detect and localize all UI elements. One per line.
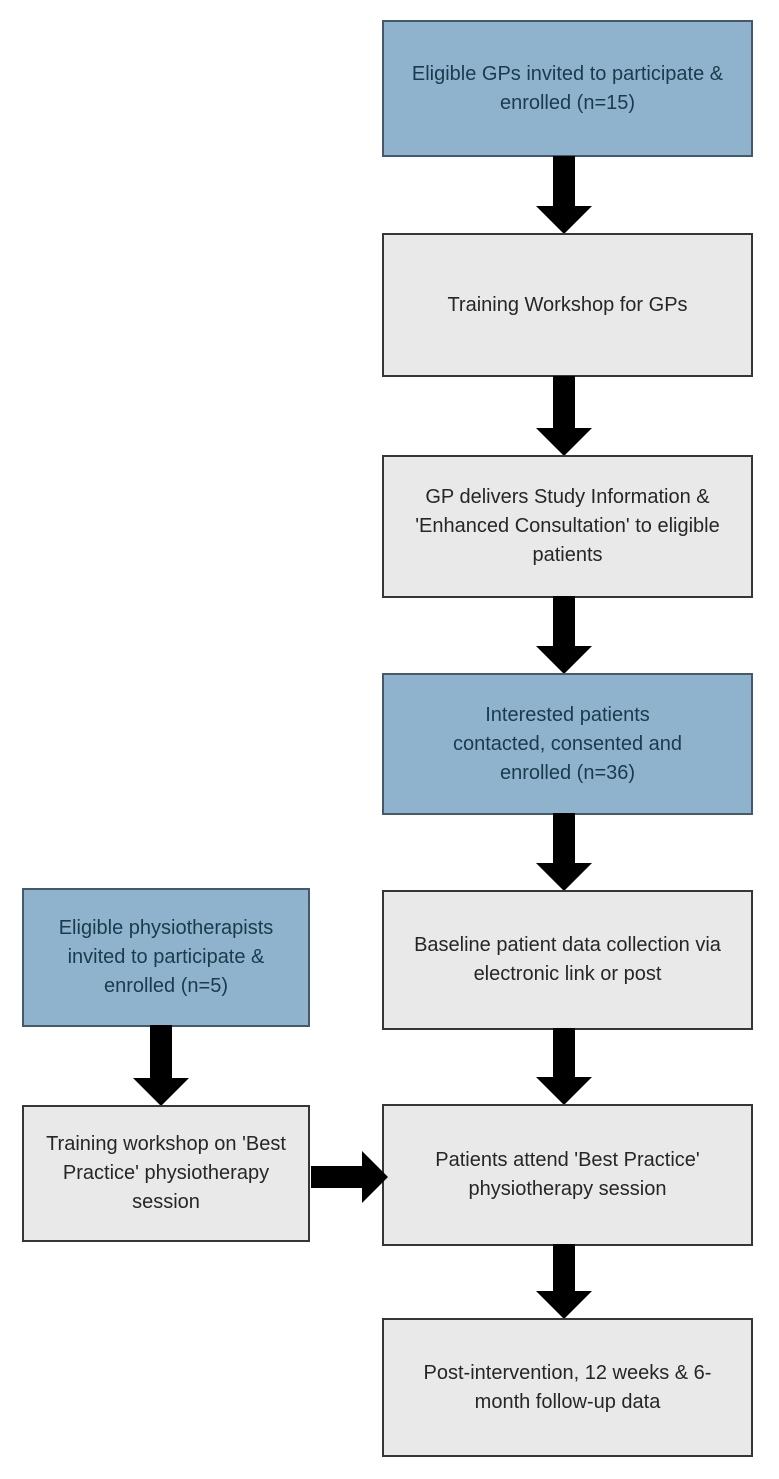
arrow-session-to-follow-up	[536, 1244, 592, 1319]
arrow-head-down-icon	[133, 1078, 189, 1106]
arrow-shaft	[311, 1166, 364, 1188]
arrow-head-down-icon	[536, 863, 592, 891]
arrow-head-down-icon	[536, 428, 592, 456]
arrow-shaft	[553, 1028, 575, 1079]
node-study-information: GP delivers Study Information & 'Enhance…	[382, 455, 753, 598]
arrow-baseline-data-to-session	[536, 1028, 592, 1105]
node-physio-training-workshop: Training workshop on 'Best Practice' phy…	[22, 1105, 310, 1242]
arrow-head-right-icon	[362, 1151, 388, 1203]
arrow-head-down-icon	[536, 206, 592, 234]
arrow-shaft	[150, 1025, 172, 1080]
node-gp-training-workshop: Training Workshop for GPs	[382, 233, 753, 377]
arrow-physios-enrolled-to-physio-training	[133, 1025, 189, 1106]
arrow-study-information-to-patients-enrolled	[536, 596, 592, 674]
node-gps-enrolled: Eligible GPs invited to participate & en…	[382, 20, 753, 157]
arrow-shaft	[553, 813, 575, 865]
arrow-head-down-icon	[536, 646, 592, 674]
node-patients-enrolled: Interested patients contacted, consented…	[382, 673, 753, 815]
node-best-practice-session: Patients attend 'Best Practice' physioth…	[382, 1104, 753, 1246]
arrow-gps-enrolled-to-gp-training	[536, 156, 592, 234]
arrow-shaft	[553, 156, 575, 208]
arrow-shaft	[553, 596, 575, 648]
arrow-head-down-icon	[536, 1077, 592, 1105]
arrow-gp-training-to-study-information	[536, 376, 592, 456]
arrow-physio-training-to-session	[311, 1151, 388, 1203]
node-baseline-data-collection: Baseline patient data collection via ele…	[382, 890, 753, 1030]
arrow-shaft	[553, 1244, 575, 1293]
node-physios-enrolled: Eligible physiotherapists invited to par…	[22, 888, 310, 1027]
arrow-patients-enrolled-to-baseline-data	[536, 813, 592, 891]
node-follow-up-data: Post-intervention, 12 weeks & 6- month f…	[382, 1318, 753, 1457]
arrow-head-down-icon	[536, 1291, 592, 1319]
arrow-shaft	[553, 376, 575, 430]
